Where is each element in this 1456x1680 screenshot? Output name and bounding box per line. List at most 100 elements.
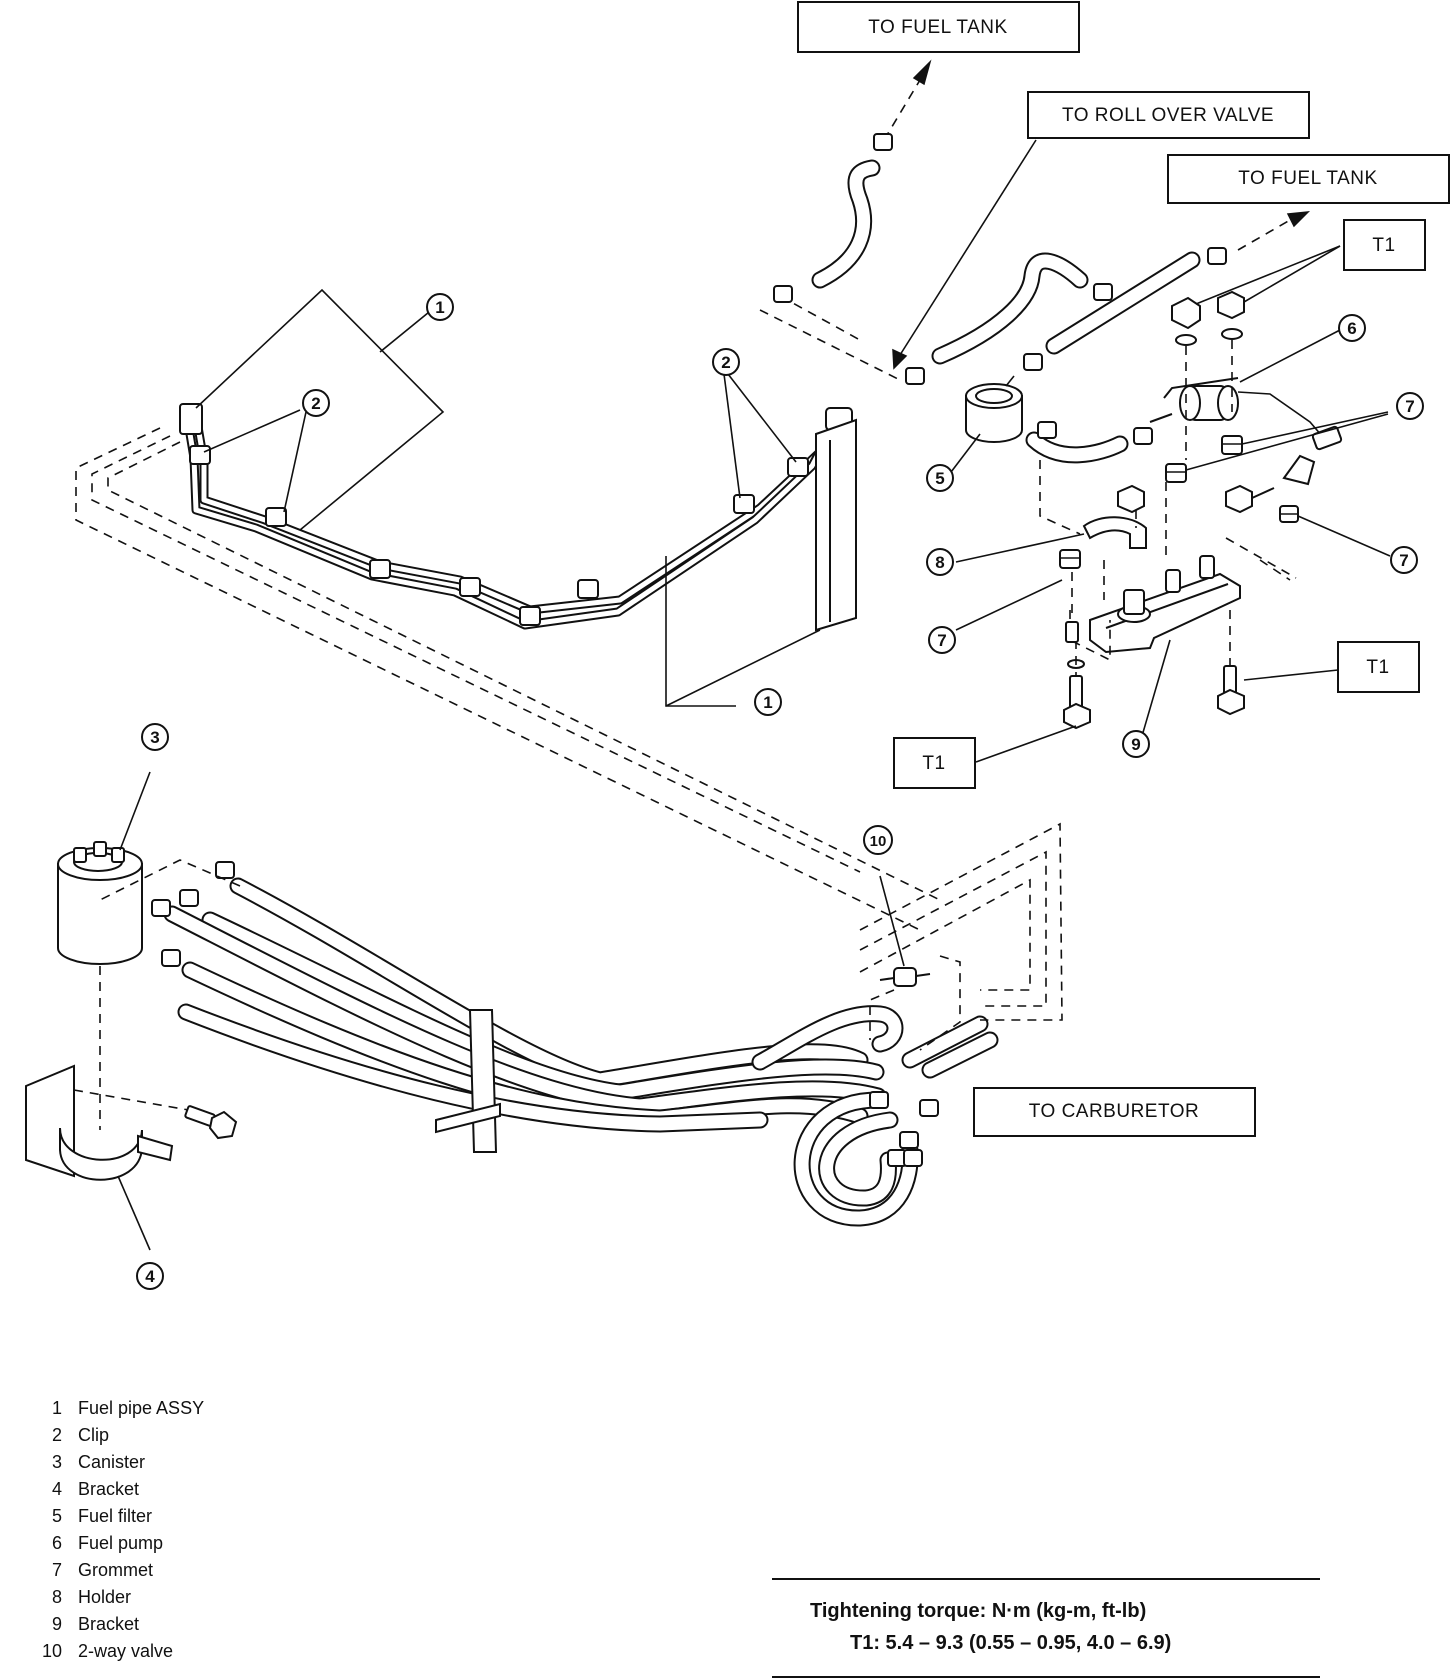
small-bolt <box>1065 572 1079 643</box>
callout-8: 8 <box>926 548 954 576</box>
hose-bundle <box>151 861 999 1227</box>
fuel-filter <box>965 375 1153 464</box>
callout-3: 3 <box>141 723 169 751</box>
torque-t1-value: T1: 5.4 – 9.3 (0.55 – 0.95, 4.0 – 6.9) <box>850 1632 1172 1654</box>
bolt-t1-bottom <box>975 640 1091 763</box>
label-to-carburetor: TO CARBURETOR <box>973 1087 1256 1137</box>
pipe-clip <box>459 577 481 597</box>
legend-label: Fuel pipe ASSY <box>78 1398 205 1418</box>
callout-2-left: 2 <box>302 389 330 417</box>
canister <box>57 771 151 965</box>
legend-item: 8 Holder <box>32 1584 352 1611</box>
svg-text:8: 8 <box>935 553 944 572</box>
callout-2-left-leaders <box>203 409 307 513</box>
svg-text:7: 7 <box>1405 397 1414 416</box>
arrow-to-fuel-tank-top <box>883 59 932 141</box>
pipe-clip <box>787 457 809 477</box>
grommet <box>1165 463 1187 483</box>
callout-4: 4 <box>136 1262 164 1290</box>
grommet <box>1279 505 1299 523</box>
two-way-valve <box>869 875 961 1051</box>
legend-item: 6 Fuel pump <box>32 1530 352 1557</box>
label-t1-bottom: T1 <box>893 737 976 789</box>
svg-text:4: 4 <box>145 1267 155 1286</box>
legend-label: Holder <box>78 1587 132 1607</box>
legend-number: 9 <box>51 1614 62 1634</box>
routing-dashed-filter <box>1039 460 1081 535</box>
legend-label: Canister <box>78 1452 146 1472</box>
torque-title: Tightening torque: N·m (kg-m, ft-lb) <box>810 1600 1147 1622</box>
nut-t1-left <box>1171 296 1201 460</box>
legend-number: 5 <box>51 1506 62 1526</box>
svg-text:1: 1 <box>435 298 444 317</box>
callout-6: 6 <box>1338 314 1366 342</box>
legend-label: Grommet <box>78 1560 154 1580</box>
legend-number: 6 <box>51 1533 62 1553</box>
svg-text:5: 5 <box>935 469 944 488</box>
routing-dashed-left <box>75 295 941 931</box>
canister-bracket <box>25 966 201 1251</box>
svg-text:T1: T1 <box>922 753 945 774</box>
t1-leaders-top <box>1195 245 1341 305</box>
arrow-to-roll-over-valve <box>892 139 1037 370</box>
hose-roll-over-valve <box>905 252 1113 385</box>
pipe-clip <box>733 494 755 514</box>
legend-label: Clip <box>78 1425 110 1445</box>
svg-text:T1: T1 <box>1366 657 1389 678</box>
svg-text:T1: T1 <box>1372 235 1395 256</box>
grommet-nut <box>1117 484 1145 514</box>
svg-text:1: 1 <box>763 693 772 712</box>
fuel-pump <box>1149 377 1343 451</box>
pipe-clip <box>369 559 391 579</box>
fuel-pipe-assy <box>179 403 857 632</box>
legend-number: 4 <box>51 1479 62 1499</box>
bracket-pump <box>1069 482 1297 662</box>
legend-number: 7 <box>51 1560 62 1580</box>
label-to-fuel-tank-top: TO FUEL TANK <box>797 1 1080 53</box>
legend-item: 2 Clip <box>32 1422 352 1449</box>
torque-spec: Tightening torque: N·m (kg-m, ft-lb) T1:… <box>772 1578 1320 1680</box>
svg-text:TO CARBURETOR: TO CARBURETOR <box>1029 1101 1200 1122</box>
legend-number: 8 <box>51 1587 62 1607</box>
pipe-clip <box>189 445 211 465</box>
callout-10: 10 <box>863 825 893 855</box>
pipe-clip <box>265 507 287 527</box>
svg-text:TO FUEL TANK: TO FUEL TANK <box>1238 168 1377 189</box>
callout-2-right-leaders <box>723 373 797 499</box>
legend-label: Bracket <box>78 1614 140 1634</box>
bolt-t1-right <box>1217 610 1339 716</box>
svg-text:TO ROLL OVER VALVE: TO ROLL OVER VALVE <box>1062 105 1274 126</box>
holder <box>1082 510 1147 549</box>
arrow-to-fuel-tank-right <box>1237 211 1311 251</box>
legend-number: 2 <box>51 1425 62 1445</box>
bolt-canister-bracket <box>184 1105 238 1140</box>
label-t1-right-bottom: T1 <box>1337 641 1420 693</box>
callout-2-right: 2 <box>712 348 740 376</box>
grommet <box>1059 549 1081 569</box>
label-to-fuel-tank-right: TO FUEL TANK <box>1167 154 1450 204</box>
label-to-roll-over-valve: TO ROLL OVER VALVE <box>1027 91 1310 139</box>
svg-text:2: 2 <box>311 394 320 413</box>
legend-number: 10 <box>41 1641 62 1661</box>
svg-text:2: 2 <box>721 353 730 372</box>
callout-5: 5 <box>926 464 954 492</box>
bolt-mid <box>1225 484 1275 514</box>
pipe-clip <box>519 606 541 626</box>
legend-item: 9 Bracket <box>32 1611 352 1638</box>
legend-label: 2-way valve <box>78 1641 174 1661</box>
legend-label: Fuel pump <box>78 1533 164 1553</box>
svg-text:7: 7 <box>1399 551 1408 570</box>
svg-text:9: 9 <box>1131 735 1140 754</box>
callout-7-right: 7 <box>1390 546 1418 574</box>
svg-text:6: 6 <box>1347 319 1356 338</box>
svg-text:TO FUEL TANK: TO FUEL TANK <box>868 17 1007 38</box>
label-t1-right-top: T1 <box>1343 219 1426 271</box>
grommet <box>1221 435 1243 455</box>
legend-label: Bracket <box>78 1479 140 1499</box>
callout-9: 9 <box>1122 730 1150 758</box>
callout-1-top-leader <box>195 288 445 531</box>
nut-t1-right <box>1217 290 1245 412</box>
